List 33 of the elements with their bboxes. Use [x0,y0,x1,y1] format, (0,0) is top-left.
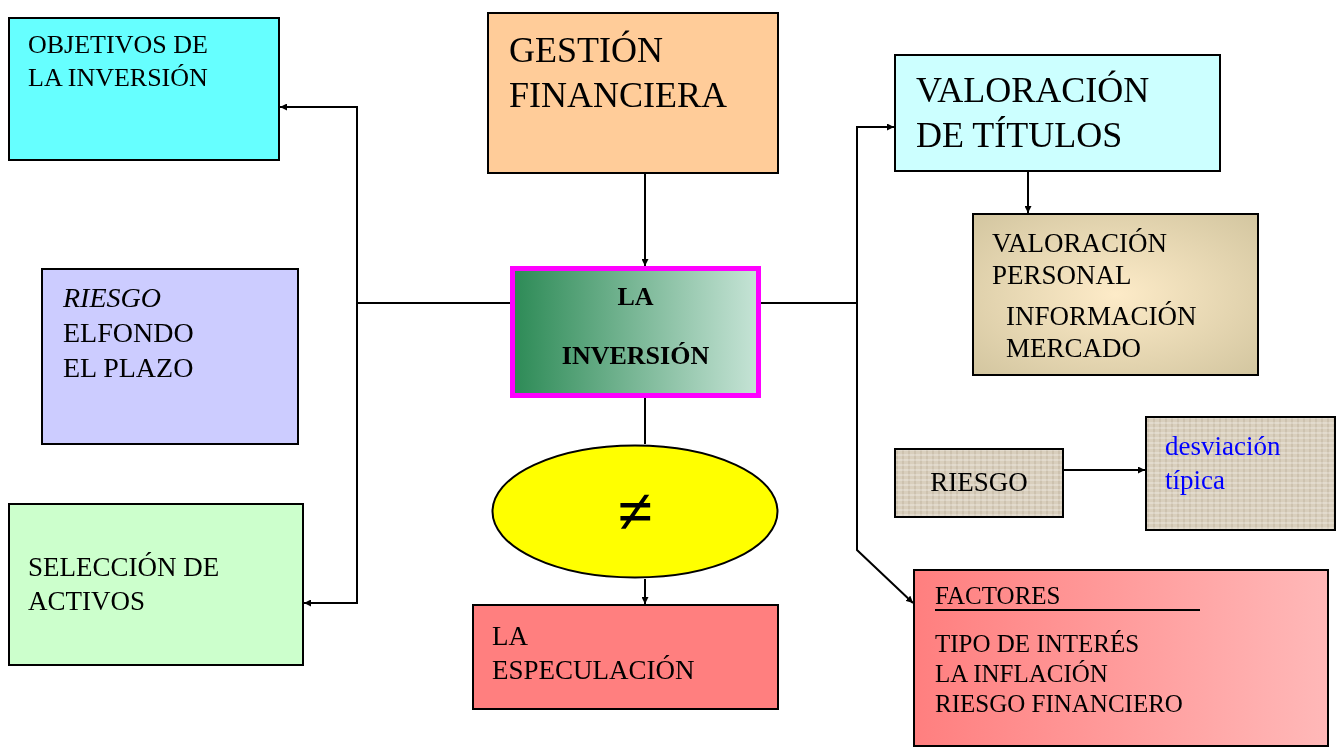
process-box [894,54,1221,172]
process-box [487,12,779,174]
result-box [1145,416,1336,531]
node-text: LA [617,281,654,313]
node-text: VALORACIÓN PERSONAL [992,227,1168,292]
valuation-box [972,213,1259,376]
arrow [641,578,649,605]
central-box [510,266,761,398]
node-text: VALORACIÓN DE TÍTULOS [916,69,1151,157]
arrow [1024,171,1032,214]
node-text: OBJETIVOS DE LA INVERSIÓN [28,29,209,94]
inequality-sign: ≠ [617,474,653,549]
node-text: FACTORES [935,583,1200,612]
node-text: SELECCIÓN DE ACTIVOS [28,550,221,618]
node-text: TIPO DE INTERÉS [935,629,1140,660]
node-text: LA ESPECULACIÓN [492,620,696,687]
arrow [1063,466,1146,474]
node-text: desviación típica [1165,430,1282,497]
selection-box [8,503,304,666]
arrow [641,173,649,267]
inequality-ellipse [491,444,779,579]
objective-box [8,17,280,161]
node-text: RIESGO FINANCIERO [935,689,1183,720]
node-text: GESTIÓN FINANCIERA [509,29,728,117]
node-text: LA INFLACIÓN [935,659,1108,690]
outcome-box [472,604,779,710]
risk-box [894,448,1064,518]
node-text: RIESGO ELFONDO EL PLAZO [63,281,195,385]
factors-box [913,569,1329,747]
node-text: INVERSIÓN [561,339,710,372]
node-text: RIESGO [930,466,1028,500]
risk-box [41,268,299,445]
node-text: INFORMACIÓN MERCADO [1006,299,1198,365]
